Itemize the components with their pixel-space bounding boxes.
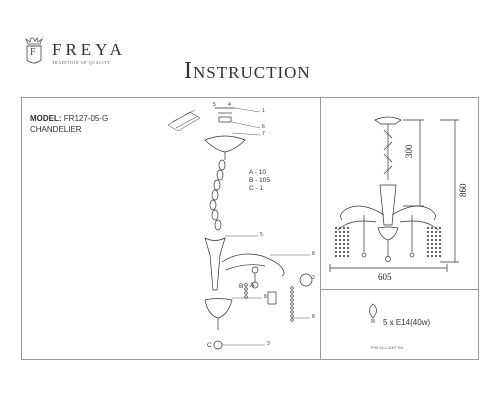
callout-8c: 8 <box>312 314 315 320</box>
callout-3: 3 <box>267 341 270 347</box>
brand-tagline: TRADITION OF QUALITY <box>52 60 111 65</box>
mark-c: C <box>207 342 212 349</box>
vertical-divider <box>320 97 321 360</box>
page-title: Instruction <box>184 58 311 84</box>
part-b-count: B - 105 <box>249 177 270 184</box>
bulb-spec: 5 x E14(40w) <box>383 318 431 327</box>
content-frame <box>21 97 479 360</box>
dim-total-height: 860 <box>458 183 468 198</box>
logo-letter: F <box>30 47 36 58</box>
callout-6: 6 <box>262 124 265 130</box>
dim-height-drop: 300 <box>404 144 414 159</box>
dim-width: 605 <box>378 272 392 282</box>
callout-8b: 8 <box>264 294 267 300</box>
callout-2: 2 <box>312 275 315 281</box>
callout-1: 1 <box>262 108 265 114</box>
callout-7: 7 <box>262 131 265 137</box>
model-line: MODEL: FR127-05-G <box>30 114 108 123</box>
product-type: CHANDELIER <box>30 125 82 134</box>
brand-name: FREYA <box>52 40 126 59</box>
callout-5-top: 5 <box>213 102 216 108</box>
callout-8: 8 <box>312 251 315 257</box>
mark-b: B <box>239 283 244 290</box>
callout-5: 5 <box>260 232 263 238</box>
model-label: MODEL: <box>30 114 62 123</box>
mark-a: A <box>250 282 255 289</box>
horizontal-divider <box>320 289 479 290</box>
model-code: FR127-05-G <box>63 114 109 123</box>
footer-site: FREYA-LIGHT.RU <box>371 346 404 350</box>
part-a-count: A - 10 <box>249 169 266 176</box>
part-c-count: C - 1 <box>249 185 264 192</box>
callout-4: 4 <box>228 102 231 108</box>
